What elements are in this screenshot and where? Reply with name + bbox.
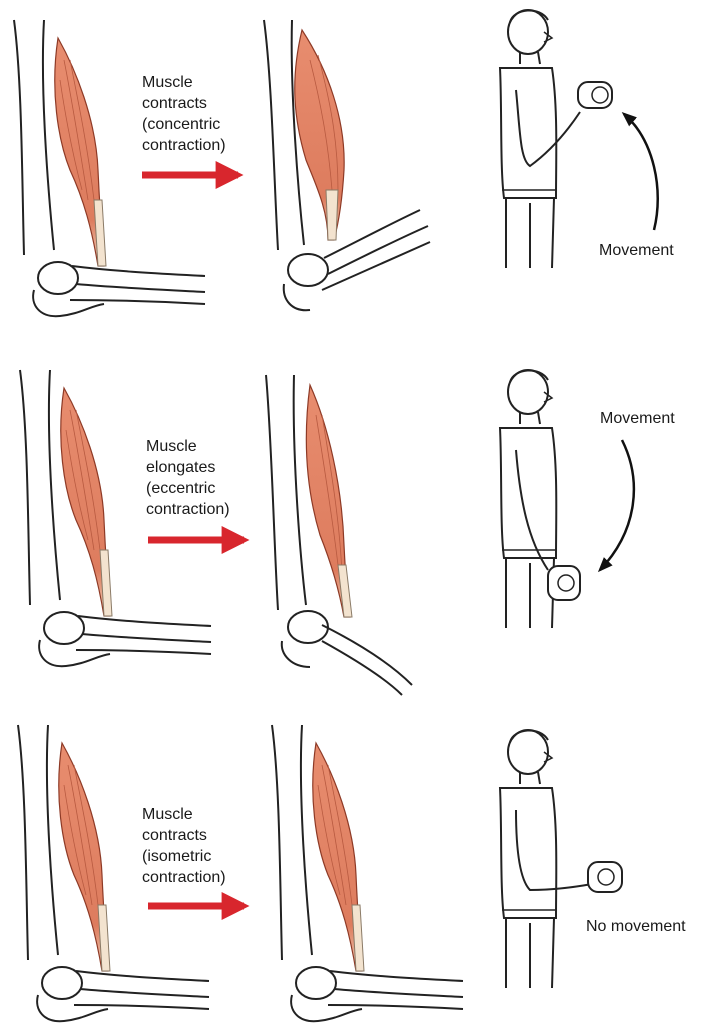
caption-line: contraction) (146, 501, 230, 518)
movement-label-3: No movement (586, 918, 686, 935)
movement-label-2: Movement (600, 410, 675, 427)
caption-line: (isometric (142, 848, 212, 865)
caption-line: contracts (142, 95, 207, 112)
caption-isometric: Muscle contracts (isometric contraction) (142, 804, 272, 888)
caption-eccentric: Muscle elongates (eccentric contraction) (146, 436, 276, 520)
caption-line: elongates (146, 459, 216, 476)
caption-line: Muscle (146, 438, 197, 455)
caption-line: contracts (142, 827, 207, 844)
caption-line: Muscle (142, 74, 193, 91)
movement-label-1: Movement (599, 242, 674, 259)
caption-line: contraction) (142, 137, 226, 154)
caption-line: contraction) (142, 869, 226, 886)
caption-line: (eccentric (146, 480, 216, 497)
caption-line: (concentric (142, 116, 221, 133)
caption-concentric: Muscle contracts (concentric contraction… (142, 72, 272, 156)
caption-line: Muscle (142, 806, 193, 823)
